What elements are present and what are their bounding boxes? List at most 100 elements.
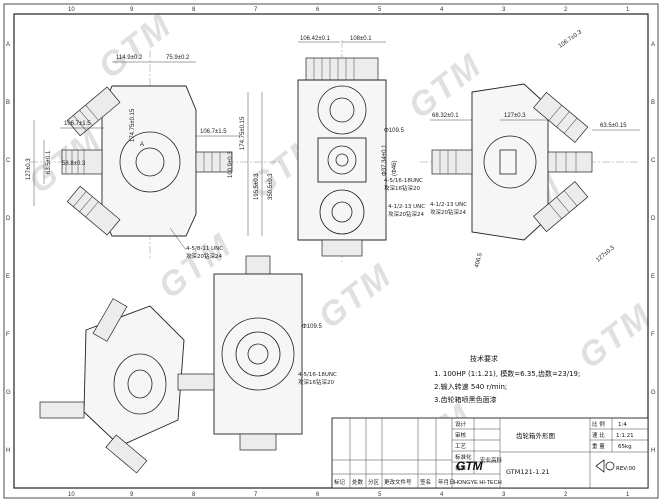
right-view-upper-shaft bbox=[533, 91, 589, 143]
zone-tick: H bbox=[651, 448, 655, 454]
drawing-title: 齿轮箱外形图 bbox=[516, 431, 555, 440]
thread-callout: 4-5/8-11 UNC bbox=[186, 246, 223, 252]
zone-tick: 1 bbox=[626, 492, 630, 498]
zone-tick: C bbox=[6, 158, 11, 164]
rev-header: 签名 bbox=[420, 478, 431, 486]
rev-header: 处数 bbox=[352, 478, 364, 486]
iso-shaft-top bbox=[92, 298, 128, 342]
thread-callout: 攻深16钻深20 bbox=[298, 378, 334, 386]
dim-label: 58.8±0.3 bbox=[62, 161, 86, 167]
zone-ticks-top: 10 9 8 7 6 5 4 3 2 1 bbox=[68, 7, 630, 13]
zone-tick: A bbox=[6, 42, 10, 48]
zone-tick: E bbox=[6, 274, 10, 280]
dim-label: 174.75±0.15 bbox=[240, 116, 246, 150]
dim-label: 406.5 bbox=[474, 252, 484, 269]
side-flange bbox=[317, 137, 367, 183]
bottom-view-bottom-shaft bbox=[239, 433, 277, 451]
zone-tick: H bbox=[6, 448, 10, 454]
bottom-view-housing bbox=[213, 273, 303, 435]
zone-tick: 5 bbox=[378, 492, 382, 498]
zone-tick: 5 bbox=[378, 7, 382, 13]
flange-circle bbox=[119, 131, 181, 193]
zone-tick: 2 bbox=[564, 492, 568, 498]
zone-tick: G bbox=[651, 390, 656, 396]
zone-tick: B bbox=[651, 100, 655, 106]
dim-label: 106.7±1.5 bbox=[64, 121, 91, 127]
notes-item: 1. 100HP (1:1.21), 模数=6.35,齿数=23/19; bbox=[434, 369, 580, 378]
dim-label: 106.7±0.3 bbox=[558, 29, 584, 50]
bottom-view-top-shaft bbox=[245, 255, 271, 275]
dim-label: 106.42±0.1 bbox=[300, 36, 331, 42]
bottom-shaft bbox=[321, 239, 363, 257]
scale-label: 比 例 bbox=[592, 420, 605, 428]
zone-tick: E bbox=[651, 274, 655, 280]
dim-label: 127±0.3 bbox=[595, 245, 616, 264]
zone-tick: D bbox=[651, 216, 656, 222]
dim-label: 108±0.1 bbox=[350, 36, 372, 42]
dim-label: 100.9±0.3 bbox=[228, 151, 234, 178]
thread-callout: 攻深16钻深20 bbox=[384, 184, 420, 192]
zone-tick: 2 bbox=[564, 7, 568, 13]
thread-callout: 攻深20钻深24 bbox=[430, 208, 466, 216]
thread-callout: 4-1/2-13 UNC bbox=[430, 202, 467, 208]
right-view-lower-shaft bbox=[533, 181, 589, 233]
zone-tick: 9 bbox=[130, 7, 134, 13]
dim-label: Φ37.34±0.1 bbox=[382, 144, 388, 176]
side-view: 106.42±0.1 108±0.1 Φ109.5 Φ37.34±0.1 (Φ4… bbox=[297, 36, 425, 262]
right-view-input-shaft bbox=[431, 149, 473, 175]
iso-shaft-bottom bbox=[105, 434, 148, 474]
iso-shaft-left bbox=[39, 401, 85, 419]
company-name-cn: 宏业高科 bbox=[480, 456, 503, 464]
thread-callout: 攻深20钻深24 bbox=[186, 252, 222, 260]
zone-tick: C bbox=[651, 158, 656, 164]
front-view: 114.9±0.2 75.9±0.2 106.7±1.5 174.75±0.15… bbox=[26, 50, 280, 260]
signoff-label: 设计 bbox=[455, 420, 467, 428]
zone-tick: F bbox=[651, 332, 655, 338]
zone-tick: 3 bbox=[502, 492, 506, 498]
gearbox-body bbox=[101, 85, 197, 237]
dim-label: 114.9±0.2 bbox=[116, 55, 143, 61]
isometric-view bbox=[39, 298, 215, 474]
dim-label: 63.5±0.1 bbox=[46, 150, 52, 174]
rev-header: 标记 bbox=[334, 478, 346, 486]
watermark-text: GTM bbox=[312, 256, 400, 336]
zone-tick: 10 bbox=[68, 7, 75, 13]
signoff-label: 工艺 bbox=[455, 443, 467, 450]
notes-title: 技术要求 bbox=[470, 354, 498, 363]
zone-tick: F bbox=[6, 332, 10, 338]
zone-tick: G bbox=[6, 390, 11, 396]
section-marker: A bbox=[140, 142, 144, 148]
zone-tick: 8 bbox=[192, 7, 196, 13]
dim-label: 75.9±0.2 bbox=[166, 55, 190, 61]
top-shaft bbox=[305, 57, 379, 81]
thread-callout: 4-5/16-18UNC bbox=[384, 178, 423, 184]
zone-tick: 4 bbox=[440, 7, 444, 13]
dim-label: 127±0.3 bbox=[504, 113, 526, 119]
watermark-text: GTM bbox=[92, 6, 180, 86]
dim-label: (Φ46) bbox=[392, 161, 398, 176]
weight-label: 重 量 bbox=[592, 442, 605, 450]
weight-value: 65kg bbox=[618, 444, 632, 450]
right-view-output-shaft bbox=[547, 151, 593, 173]
dim-label: 195.5±0.3 bbox=[254, 173, 260, 200]
zone-tick: 1 bbox=[626, 7, 630, 13]
signoff-label: 审核 bbox=[455, 431, 467, 439]
scale-value: 1:4 bbox=[618, 422, 627, 428]
inner-frame bbox=[13, 13, 649, 489]
zone-ticks-bottom: 10 9 8 7 6 5 4 3 2 1 bbox=[68, 492, 630, 498]
zone-tick: D bbox=[6, 216, 11, 222]
dim-label: 174.75±0.15 bbox=[130, 108, 136, 142]
dim-label: 350.5±0.3 bbox=[268, 173, 274, 200]
zone-tick: 6 bbox=[316, 492, 320, 498]
title-block: 标记 处数 分区 更改文件号 签名 年月日 设计 审核 工艺 标准化 批准 齿轮… bbox=[331, 417, 649, 489]
thread-callout: 4-1/2-13 UNC bbox=[388, 204, 425, 210]
ratio-label: 速 比 bbox=[592, 431, 605, 439]
zone-tick: 3 bbox=[502, 7, 506, 13]
outer-frame bbox=[3, 3, 659, 499]
thread-callout: 4-5/16-18UNC bbox=[298, 372, 337, 378]
zone-tick: 8 bbox=[192, 492, 196, 498]
zone-ticks-left: A B C D E F G H bbox=[6, 42, 11, 454]
zone-tick: 9 bbox=[130, 492, 134, 498]
